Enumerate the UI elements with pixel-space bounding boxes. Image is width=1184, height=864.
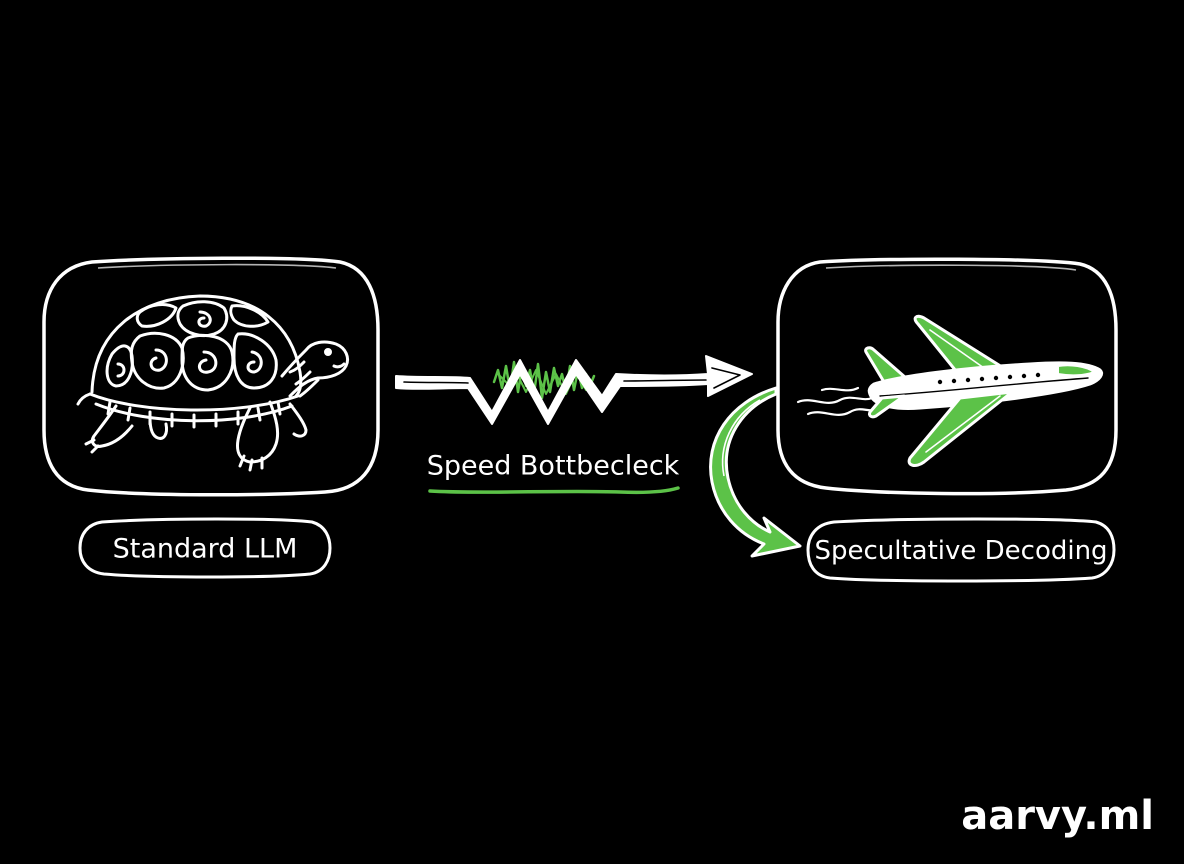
tortoise-icon	[76, 294, 350, 472]
bottleneck-arrow	[395, 355, 753, 425]
speculative-decoding-label: Specultative Decoding	[814, 536, 1108, 566]
jet-airplane-icon	[796, 314, 1104, 467]
bottleneck-label: Speed Bottbecleck	[426, 450, 680, 482]
speculative-decoding-label-frame	[806, 517, 1116, 583]
curved-arrow	[709, 386, 802, 558]
watermark: aarvy.ml	[961, 793, 1154, 839]
bottleneck-underline	[428, 486, 680, 495]
standard-llm-panel	[42, 256, 380, 497]
standard-llm-label-frame	[78, 517, 332, 579]
standard-llm-label: Standard LLM	[112, 533, 298, 565]
speculative-decoding-panel	[776, 257, 1118, 496]
